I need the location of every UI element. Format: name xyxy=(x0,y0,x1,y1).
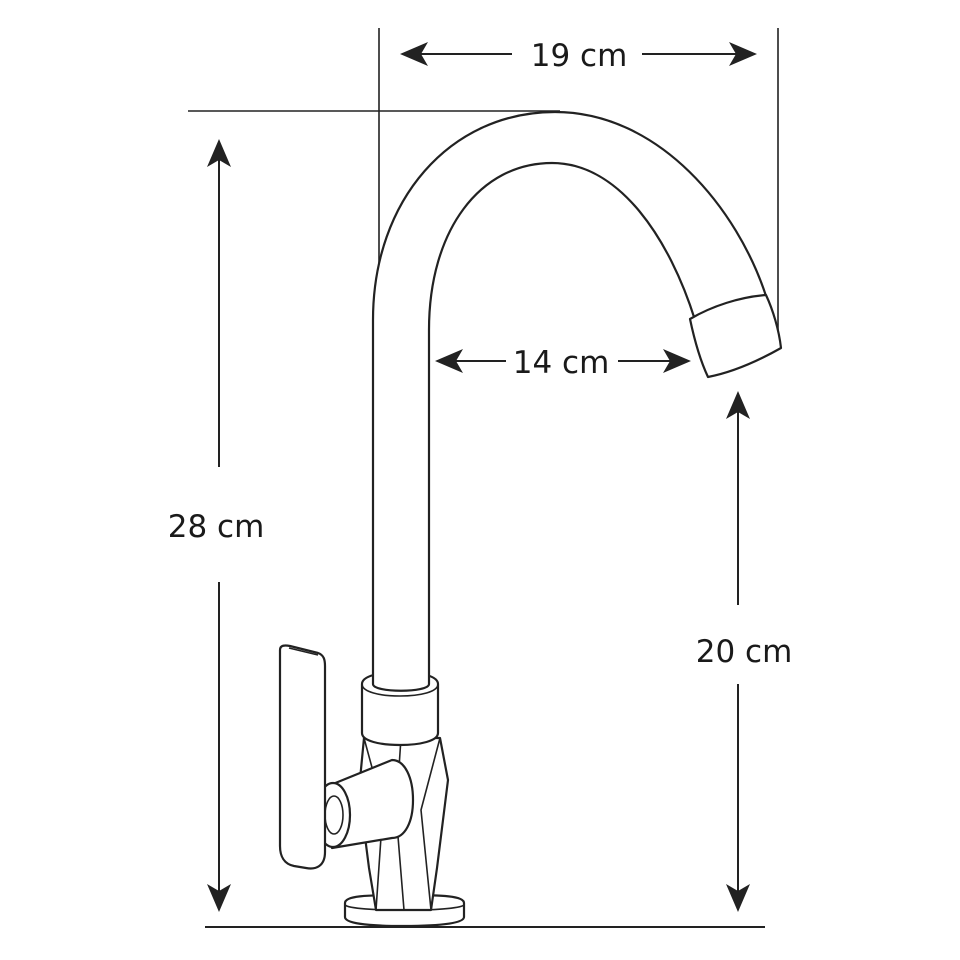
dimension-total-height: 28 cm xyxy=(168,139,265,912)
faucet-drawing xyxy=(278,110,783,928)
outlet-height-label: 20 cm xyxy=(696,634,793,670)
extension-lines xyxy=(188,28,779,928)
outlet-height-top-arrow xyxy=(726,391,750,419)
faucet-lever-handle-top-edge xyxy=(288,647,319,656)
outlet-height-bottom-arrow xyxy=(726,884,750,912)
total-height-top-arrow xyxy=(207,139,231,167)
spout-reach-right-arrow xyxy=(663,349,691,373)
top-width-label: 19 cm xyxy=(531,38,628,74)
total-height-bottom-arrow xyxy=(207,884,231,912)
top-width-left-arrow xyxy=(400,42,428,66)
faucet-aerator xyxy=(688,293,783,379)
faucet-lever-handle xyxy=(278,644,327,870)
dimension-outlet-height: 20 cm xyxy=(696,391,793,912)
top-width-right-arrow xyxy=(729,42,757,66)
total-height-label: 28 cm xyxy=(168,509,265,545)
faucet-spout xyxy=(371,110,768,692)
valve-body-facet-right xyxy=(420,737,441,911)
faucet-collar-top-rim xyxy=(361,683,439,697)
dimension-top-width: 19 cm xyxy=(400,38,757,74)
dimension-spout-reach: 14 cm xyxy=(435,345,691,381)
spout-reach-left-arrow xyxy=(435,349,463,373)
spout-reach-label: 14 cm xyxy=(513,345,610,381)
